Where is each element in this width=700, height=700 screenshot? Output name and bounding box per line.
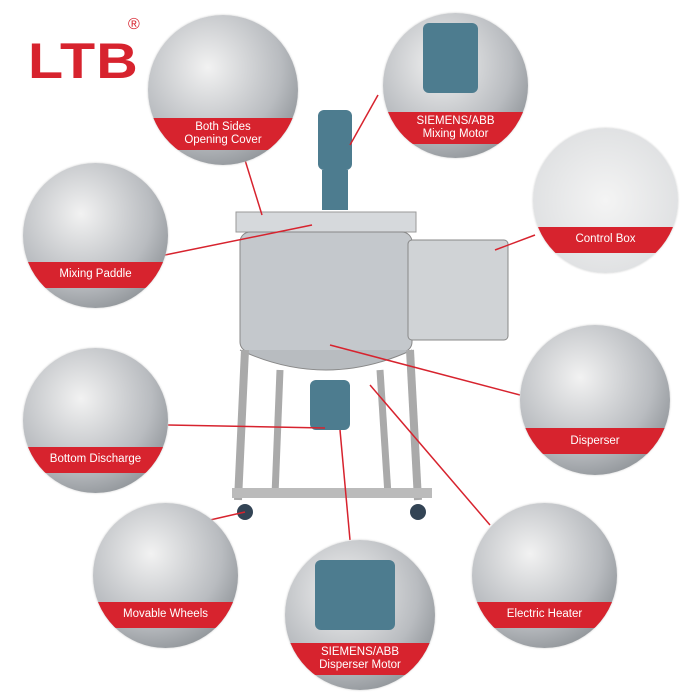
callout-lines (164, 94, 536, 541)
tank-body (239, 231, 413, 353)
callout-mixing-paddle: Mixing Paddle (23, 163, 168, 308)
registered-mark: ® (128, 16, 140, 33)
callout-disperser: Disperser (520, 325, 670, 475)
brand-logo: LTB (28, 33, 139, 89)
callout-electric-heater: Electric Heater (472, 503, 617, 648)
motor-image (315, 560, 395, 630)
bottom-motor (310, 380, 350, 430)
callout-movable-wheels: Movable Wheels (93, 503, 238, 648)
callout-label: Mixing Paddle (23, 261, 168, 288)
callout-bottom-discharge: Bottom Discharge (23, 348, 168, 493)
callout-label: Bottom Discharge (23, 446, 168, 473)
callout-label: Control Box (533, 226, 678, 253)
callout-control-box: Control Box (533, 128, 678, 273)
callout-label: Electric Heater (472, 601, 617, 628)
wheel (410, 504, 426, 520)
motor-image (423, 23, 478, 93)
control-box (407, 239, 509, 341)
mixing-tank-machine (232, 110, 509, 520)
callout-label: Movable Wheels (93, 601, 238, 628)
top-motor (318, 110, 352, 170)
callout-label: Disperser (520, 428, 670, 454)
